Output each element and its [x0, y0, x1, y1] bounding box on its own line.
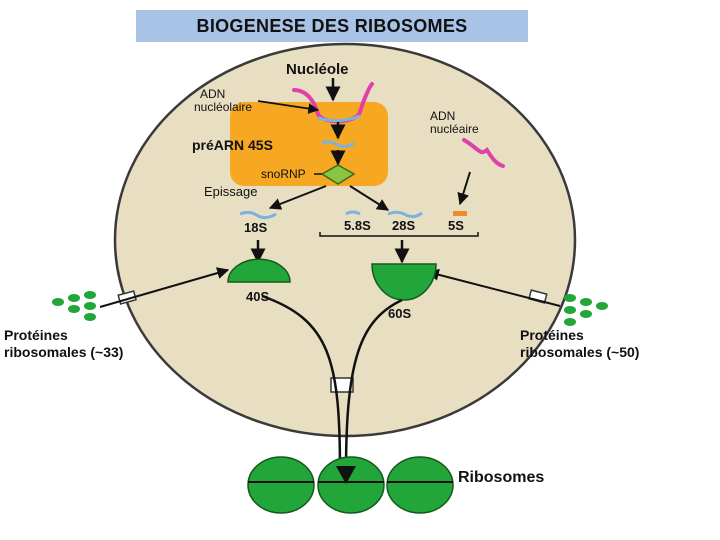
protein-dots-left: [52, 291, 96, 321]
arrow-proteins-left: [99, 267, 230, 308]
label-prearn: préARN 45S: [192, 137, 273, 153]
label-60s: 60S: [388, 306, 411, 321]
nuclear-dna: [462, 138, 505, 168]
label-proteines-right-2: ribosomales (~50): [520, 344, 639, 360]
diagram-title: BIOGENESE DES RIBOSOMES: [136, 10, 528, 42]
ribosome-3: [386, 456, 454, 514]
label-28s: 28S: [392, 218, 415, 233]
rna-28s-strand: [387, 210, 423, 219]
subunit-40s: [227, 258, 291, 283]
label-ribosomes: Ribosomes: [458, 469, 544, 486]
label-proteines-left-1: Protéines: [4, 327, 68, 343]
label-18s: 18S: [244, 220, 267, 235]
export-path-60s: [344, 298, 403, 473]
snornp-complex: [320, 164, 356, 185]
arrow-adn-nucleaire-to-5s: [457, 171, 471, 206]
prerna-45s-strand: [321, 140, 355, 149]
label-40s: 40S: [246, 289, 269, 304]
label-adn-nucleolaire-2: nucléolaire: [194, 100, 252, 114]
label-adn-nucleaire-1: ADN: [430, 109, 455, 123]
arrow-proteins-right: [426, 268, 561, 307]
subunit-60s: [371, 263, 437, 301]
arrow-adn-nucleolaire: [257, 100, 320, 114]
label-snornp: snoRNP: [261, 167, 306, 181]
label-5s: 5S: [448, 218, 464, 233]
arrow-to-18s: [268, 185, 327, 210]
label-nucleole: Nucléole: [286, 61, 349, 78]
label-proteines-right-1: Protéines: [520, 327, 584, 343]
label-proteines-left-2: ribosomales (~33): [4, 344, 123, 360]
export-path-40s: [261, 294, 342, 473]
nucleolus: [230, 102, 388, 186]
rna-58s-strand: [345, 210, 361, 216]
nucleolar-dna-bottom: [317, 114, 361, 123]
arrow-to-28s: [349, 185, 390, 211]
ribosome-arrowhead: [336, 466, 356, 484]
rna-18s-strand: [239, 210, 277, 220]
ribosome-2: [317, 456, 385, 514]
label-adn-nucleolaire-1: ADN: [200, 87, 225, 101]
label-58s: 5.8S: [344, 218, 371, 233]
protein-dots-right: [564, 294, 608, 326]
ribosome-1: [247, 456, 315, 514]
rna-5s-strand: [453, 211, 467, 216]
rna-group-bracket: [319, 232, 479, 237]
label-adn-nucleaire-2: nucléaire: [430, 122, 479, 136]
label-epissage: Epissage: [204, 184, 257, 199]
